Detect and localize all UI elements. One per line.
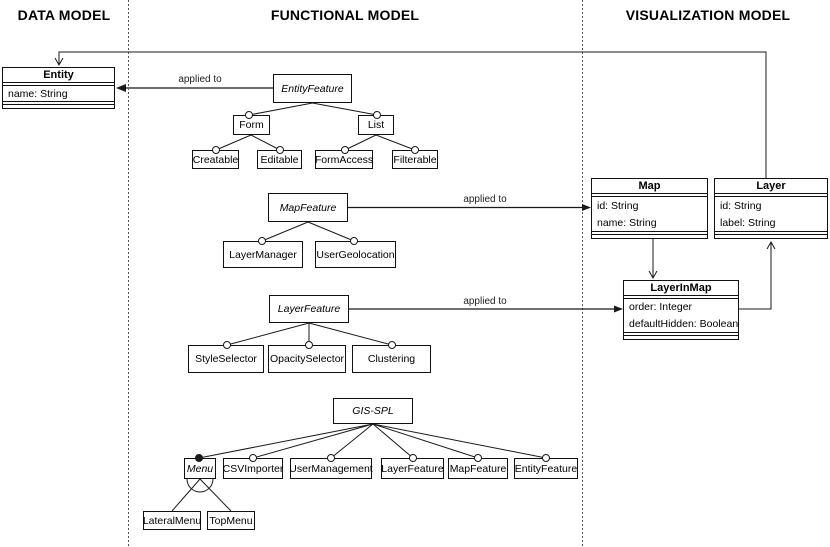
class-box-layerinmap: LayerInMap order: Integer defaultHidden:…: [623, 280, 739, 340]
feature-box-entityfeature-ref: EntityFeature: [514, 458, 578, 479]
edge-label-applied-to-layerinmap: applied to: [461, 296, 509, 307]
class-box-map: Map id: String name: String: [591, 178, 708, 239]
compartment-divider: [624, 332, 738, 336]
header-data-model: DATA MODEL: [17, 7, 111, 23]
feature-box-gis-spl: GIS-SPL: [333, 398, 413, 424]
header-visualization-model: VISUALIZATION MODEL: [625, 7, 791, 23]
empty-compartment: [624, 336, 738, 339]
class-attribute: defaultHidden: Boolean: [629, 317, 739, 330]
feature-box-opacityselector: OpacitySelector: [268, 345, 346, 373]
class-attributes-map: id: String name: String: [592, 197, 707, 231]
header-functional-model: FUNCTIONAL MODEL: [270, 7, 420, 23]
feature-box-layerfeature: LayerFeature: [269, 295, 349, 323]
compartment-divider: [715, 193, 827, 197]
class-attribute: name: String: [8, 87, 68, 100]
feature-box-filterable: Filterable: [392, 150, 438, 169]
compartment-divider: [715, 231, 827, 235]
feature-box-editable: Editable: [257, 150, 302, 169]
class-box-layer: Layer id: String label: String: [714, 178, 828, 239]
compartment-divider: [3, 82, 114, 86]
class-attribute: label: String: [720, 216, 776, 229]
class-title-map: Map: [638, 180, 661, 192]
class-title-layer: Layer: [756, 180, 786, 192]
class-attributes-layerinmap: order: Integer defaultHidden: Boolean: [624, 299, 738, 332]
edge-label-applied-to-map: applied to: [461, 194, 509, 205]
class-attribute: name: String: [597, 216, 657, 229]
class-title-layerinmap: LayerInMap: [650, 282, 712, 294]
feature-box-menu: Menu: [184, 458, 216, 479]
compartment-divider: [592, 231, 707, 235]
class-attributes-entity: name: String: [3, 86, 114, 101]
map-to-layerinmap-arrow: [648, 239, 658, 280]
compartment-divider: [624, 295, 738, 299]
class-title-entity: Entity: [43, 69, 74, 81]
feature-box-form: Form: [233, 115, 270, 135]
feature-box-clustering: Clustering: [352, 345, 431, 373]
feature-box-usergeolocation: UserGeolocation: [315, 241, 396, 268]
empty-compartment: [3, 105, 114, 108]
feature-box-lateralmenu: LateralMenu: [143, 511, 201, 530]
edge-label-applied-to-entity: applied to: [176, 74, 224, 85]
menu-alternative-arc: [186, 478, 214, 493]
feature-box-layermanager: LayerManager: [223, 241, 303, 268]
feature-box-list: List: [358, 115, 394, 135]
feature-box-styleselector: StyleSelector: [188, 345, 264, 373]
feature-box-creatable: Creatable: [192, 150, 239, 169]
feature-box-entityfeature: EntityFeature: [273, 74, 352, 103]
applied-to-arrow-layerinmap: [349, 305, 623, 313]
empty-compartment: [715, 235, 827, 238]
layer-to-entity-arrow: [54, 51, 767, 178]
feature-box-formaccess: FormAccess: [315, 150, 373, 169]
class-attribute: id: String: [720, 199, 762, 212]
feature-box-usermanagement: UserManagement: [289, 458, 373, 479]
class-attribute: id: String: [597, 199, 639, 212]
compartment-divider: [3, 101, 114, 105]
column-dividers: [128, 0, 583, 547]
class-box-entity: Entity name: String: [2, 67, 115, 109]
feature-box-csvimporter: CSVImporter: [223, 458, 283, 479]
feature-tree-edges: [171, 102, 547, 512]
feature-box-layerfeature-ref: LayerFeature: [381, 458, 444, 479]
applied-to-arrow-map: [348, 204, 591, 211]
layerinmap-to-layer-arrow: [739, 240, 776, 310]
feature-box-topmenu: TopMenu: [207, 511, 255, 530]
class-attribute: order: Integer: [629, 301, 693, 314]
feature-box-mapfeature: MapFeature: [268, 193, 348, 222]
feature-box-mapfeature-ref: MapFeature: [448, 458, 508, 479]
compartment-divider: [592, 193, 707, 197]
empty-compartment: [592, 235, 707, 238]
class-attributes-layer: id: String label: String: [715, 197, 827, 231]
